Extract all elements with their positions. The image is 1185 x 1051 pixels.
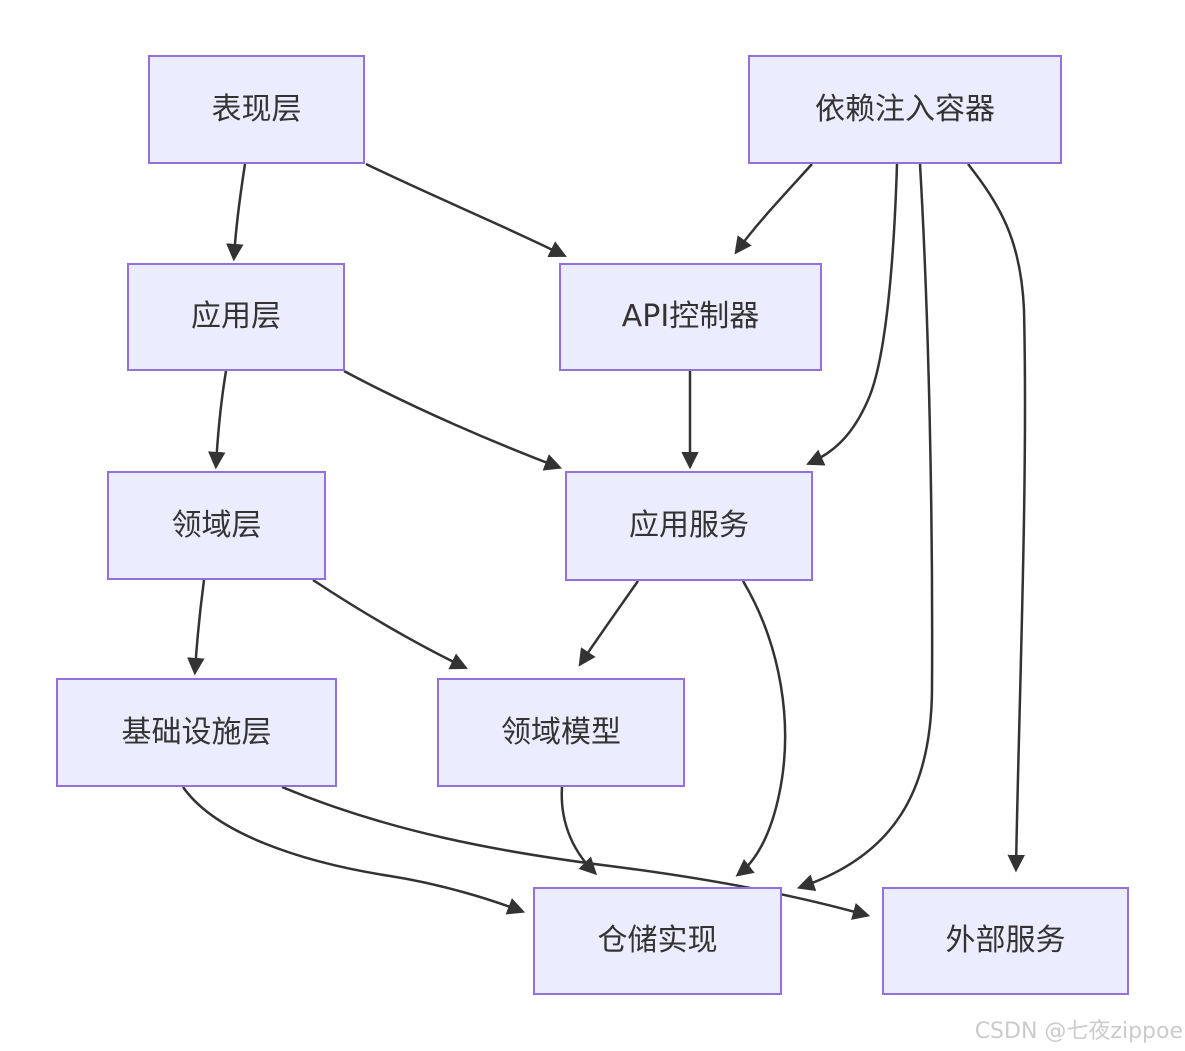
node-application-label: 应用层 (191, 299, 281, 334)
node-app-service-label: 应用服务 (629, 508, 749, 543)
node-domain-model-label: 领域模型 (501, 714, 621, 750)
edge-domain-to-infrastructure (187, 579, 206, 676)
node-infrastructure: 基础设施层 (56, 678, 337, 787)
node-domain: 领域层 (107, 471, 326, 580)
node-app-service: 应用服务 (565, 471, 813, 581)
node-infrastructure-label: 基础设施层 (121, 714, 272, 750)
edge-di-container-to-app-service (806, 163, 899, 466)
node-application: 应用层 (127, 263, 345, 371)
edge-domain-to-domain-model (312, 578, 468, 670)
edge-di-container-to-external-service (967, 163, 1027, 873)
node-presentation-label: 表现层 (211, 91, 302, 127)
node-repository-impl-label: 仓储实现 (597, 923, 718, 958)
edge-domain-model-to-repository-impl (560, 786, 598, 876)
node-di-container: 依赖注入容器 (748, 55, 1062, 164)
edge-presentation-to-application (226, 163, 247, 262)
edge-presentation-to-api-controller (365, 162, 567, 258)
watermark: CSDN @七夜zippoe (974, 1019, 1183, 1044)
edge-app-service-to-repository-impl (735, 580, 787, 877)
node-api-controller-label: API控制器 (621, 299, 760, 334)
edge-di-container-to-api-controller (734, 163, 813, 255)
node-api-controller: API控制器 (559, 263, 822, 371)
edge-app-service-to-domain-model (578, 580, 640, 667)
node-external-service-label: 外部服务 (945, 923, 1066, 958)
edge-infrastructure-to-repository-impl (181, 786, 526, 915)
edge-application-to-app-service (343, 369, 563, 471)
edge-application-to-domain (208, 370, 228, 470)
edge-infrastructure-to-external-service (281, 785, 871, 920)
node-repository-impl: 仓储实现 (533, 887, 782, 995)
node-domain-label: 领域层 (171, 507, 262, 543)
node-di-container-label: 依赖注入容器 (815, 91, 995, 127)
node-external-service: 外部服务 (882, 887, 1129, 995)
node-domain-model: 领域模型 (437, 678, 685, 787)
node-presentation: 表现层 (148, 55, 365, 164)
edge-di-container-to-repository-impl (796, 163, 934, 892)
